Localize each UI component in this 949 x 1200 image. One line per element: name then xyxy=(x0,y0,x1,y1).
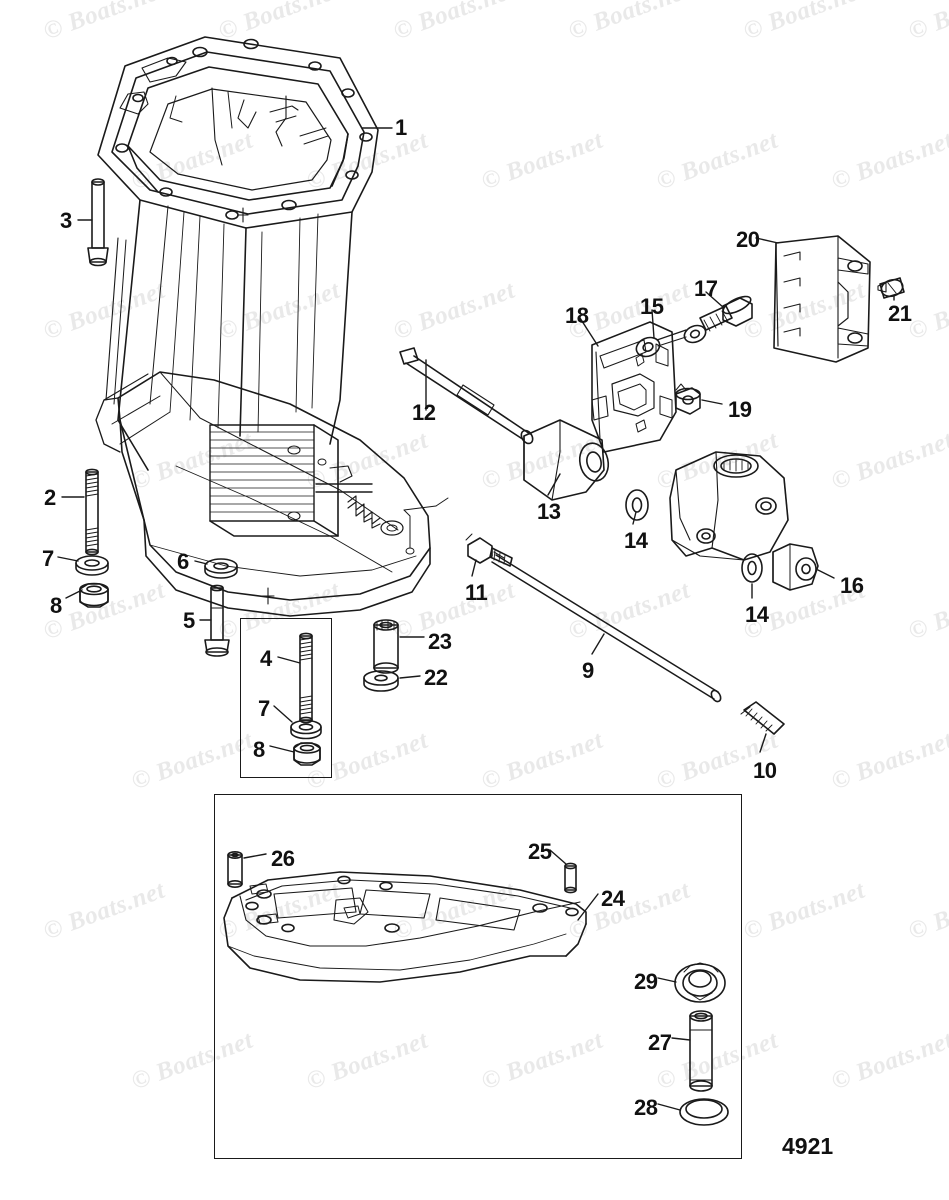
callout-1[interactable]: 1 xyxy=(395,115,407,140)
callout-18[interactable]: 18 xyxy=(565,303,589,328)
anti-ventilation-plate xyxy=(95,371,431,617)
leader-lines xyxy=(57,127,895,1111)
callout-21[interactable]: 21 xyxy=(888,301,912,326)
part-12-long-bolt xyxy=(399,347,534,445)
callout-14-upper[interactable]: 14 xyxy=(624,528,648,553)
part-26-dowel-pin xyxy=(227,850,243,888)
part-2-stud xyxy=(85,468,99,556)
callout-5[interactable]: 5 xyxy=(183,608,195,633)
part-8-nut-inset xyxy=(293,742,321,766)
part-3-bolt xyxy=(87,178,109,267)
callout-15[interactable]: 15 xyxy=(640,294,664,319)
part-24-lower-casing xyxy=(223,871,587,983)
callout-11[interactable]: 11 xyxy=(465,580,488,605)
callout-8-left[interactable]: 8 xyxy=(50,593,62,618)
callout-19[interactable]: 19 xyxy=(728,397,752,422)
callout-7-inset[interactable]: 7 xyxy=(258,696,270,721)
driveshaft-housing-body xyxy=(105,199,353,471)
part-21-screw xyxy=(877,277,905,299)
callout-14-lower[interactable]: 14 xyxy=(745,602,769,627)
part-17-hex-bolt xyxy=(699,295,753,332)
callout-25[interactable]: 25 xyxy=(528,839,552,864)
callout-20[interactable]: 20 xyxy=(736,227,760,252)
callout-13[interactable]: 13 xyxy=(537,499,561,524)
callout-17[interactable]: 17 xyxy=(694,276,718,301)
callout-24[interactable]: 24 xyxy=(601,886,625,911)
part-28-oring xyxy=(679,1098,729,1126)
part-4-stud xyxy=(299,632,313,724)
part-10-set-screw xyxy=(740,701,785,735)
part-7-washer-left xyxy=(75,555,109,576)
part-18-bracket xyxy=(591,321,677,453)
callout-26[interactable]: 26 xyxy=(271,846,295,871)
drawing-number: 4921 xyxy=(782,1133,834,1159)
lower-casing-inset xyxy=(214,794,742,1159)
callout-8-inset[interactable]: 8 xyxy=(253,737,265,762)
part-8-nut-left xyxy=(79,582,109,608)
part-14-washer-upper xyxy=(625,489,649,521)
bolt-kit-inset xyxy=(240,618,332,778)
callout-27[interactable]: 27 xyxy=(648,1030,672,1055)
callout-7-left[interactable]: 7 xyxy=(42,546,54,571)
callout-29[interactable]: 29 xyxy=(634,969,658,994)
part-11-fitting xyxy=(465,533,513,567)
part-13-damper xyxy=(523,419,610,501)
part-7-washer-inset xyxy=(290,719,322,740)
part-20-cover-plate xyxy=(773,235,871,363)
part-5-bolt xyxy=(204,584,230,657)
callout-6[interactable]: 6 xyxy=(177,549,189,574)
callout-16[interactable]: 16 xyxy=(840,573,864,598)
callout-28[interactable]: 28 xyxy=(634,1095,658,1120)
part-22-washer xyxy=(363,670,399,692)
driveshaft-housing-top-flange xyxy=(97,36,379,229)
swivel-bracket xyxy=(669,451,789,561)
part-29-seal xyxy=(674,962,726,1003)
part-19-grommet xyxy=(675,383,701,415)
part-9-shift-rod xyxy=(491,551,722,703)
callout-9[interactable]: 9 xyxy=(582,658,594,683)
callout-10[interactable]: 10 xyxy=(753,758,777,783)
part-23-bushing xyxy=(373,619,399,674)
callout-22[interactable]: 22 xyxy=(424,665,448,690)
exhaust-housing-fins xyxy=(209,424,449,555)
part-16-nut xyxy=(772,543,819,591)
part-6-washer xyxy=(204,558,238,579)
callout-23[interactable]: 23 xyxy=(428,629,452,654)
part-27-tube xyxy=(689,1010,713,1092)
part-15-clip xyxy=(635,324,707,358)
part-25-dowel-pin xyxy=(564,862,577,894)
part-14-washer-lower xyxy=(741,553,763,583)
callout-3[interactable]: 3 xyxy=(60,208,72,233)
callout-4[interactable]: 4 xyxy=(260,646,272,671)
callout-12[interactable]: 12 xyxy=(412,400,436,425)
callout-2[interactable]: 2 xyxy=(44,485,56,510)
